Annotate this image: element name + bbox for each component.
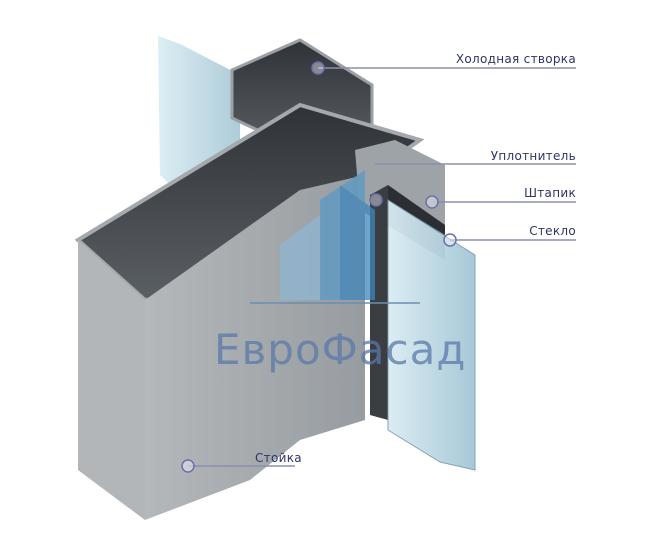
label-bead: Штапик [524,186,576,200]
label-mullion: Стойка [255,451,302,465]
bead-strip [388,185,445,235]
label-glass: Стекло [529,224,576,238]
right-glass [387,199,476,471]
leader-lines [188,67,576,467]
building-logo-icon [250,170,420,304]
label-seal: Уплотнитель [490,149,576,163]
label-cold-sash: Холодная створка [455,52,576,66]
marker-icons [181,61,457,473]
column-left-face [78,240,145,520]
logo-text: ЕвроФасад [214,325,467,374]
